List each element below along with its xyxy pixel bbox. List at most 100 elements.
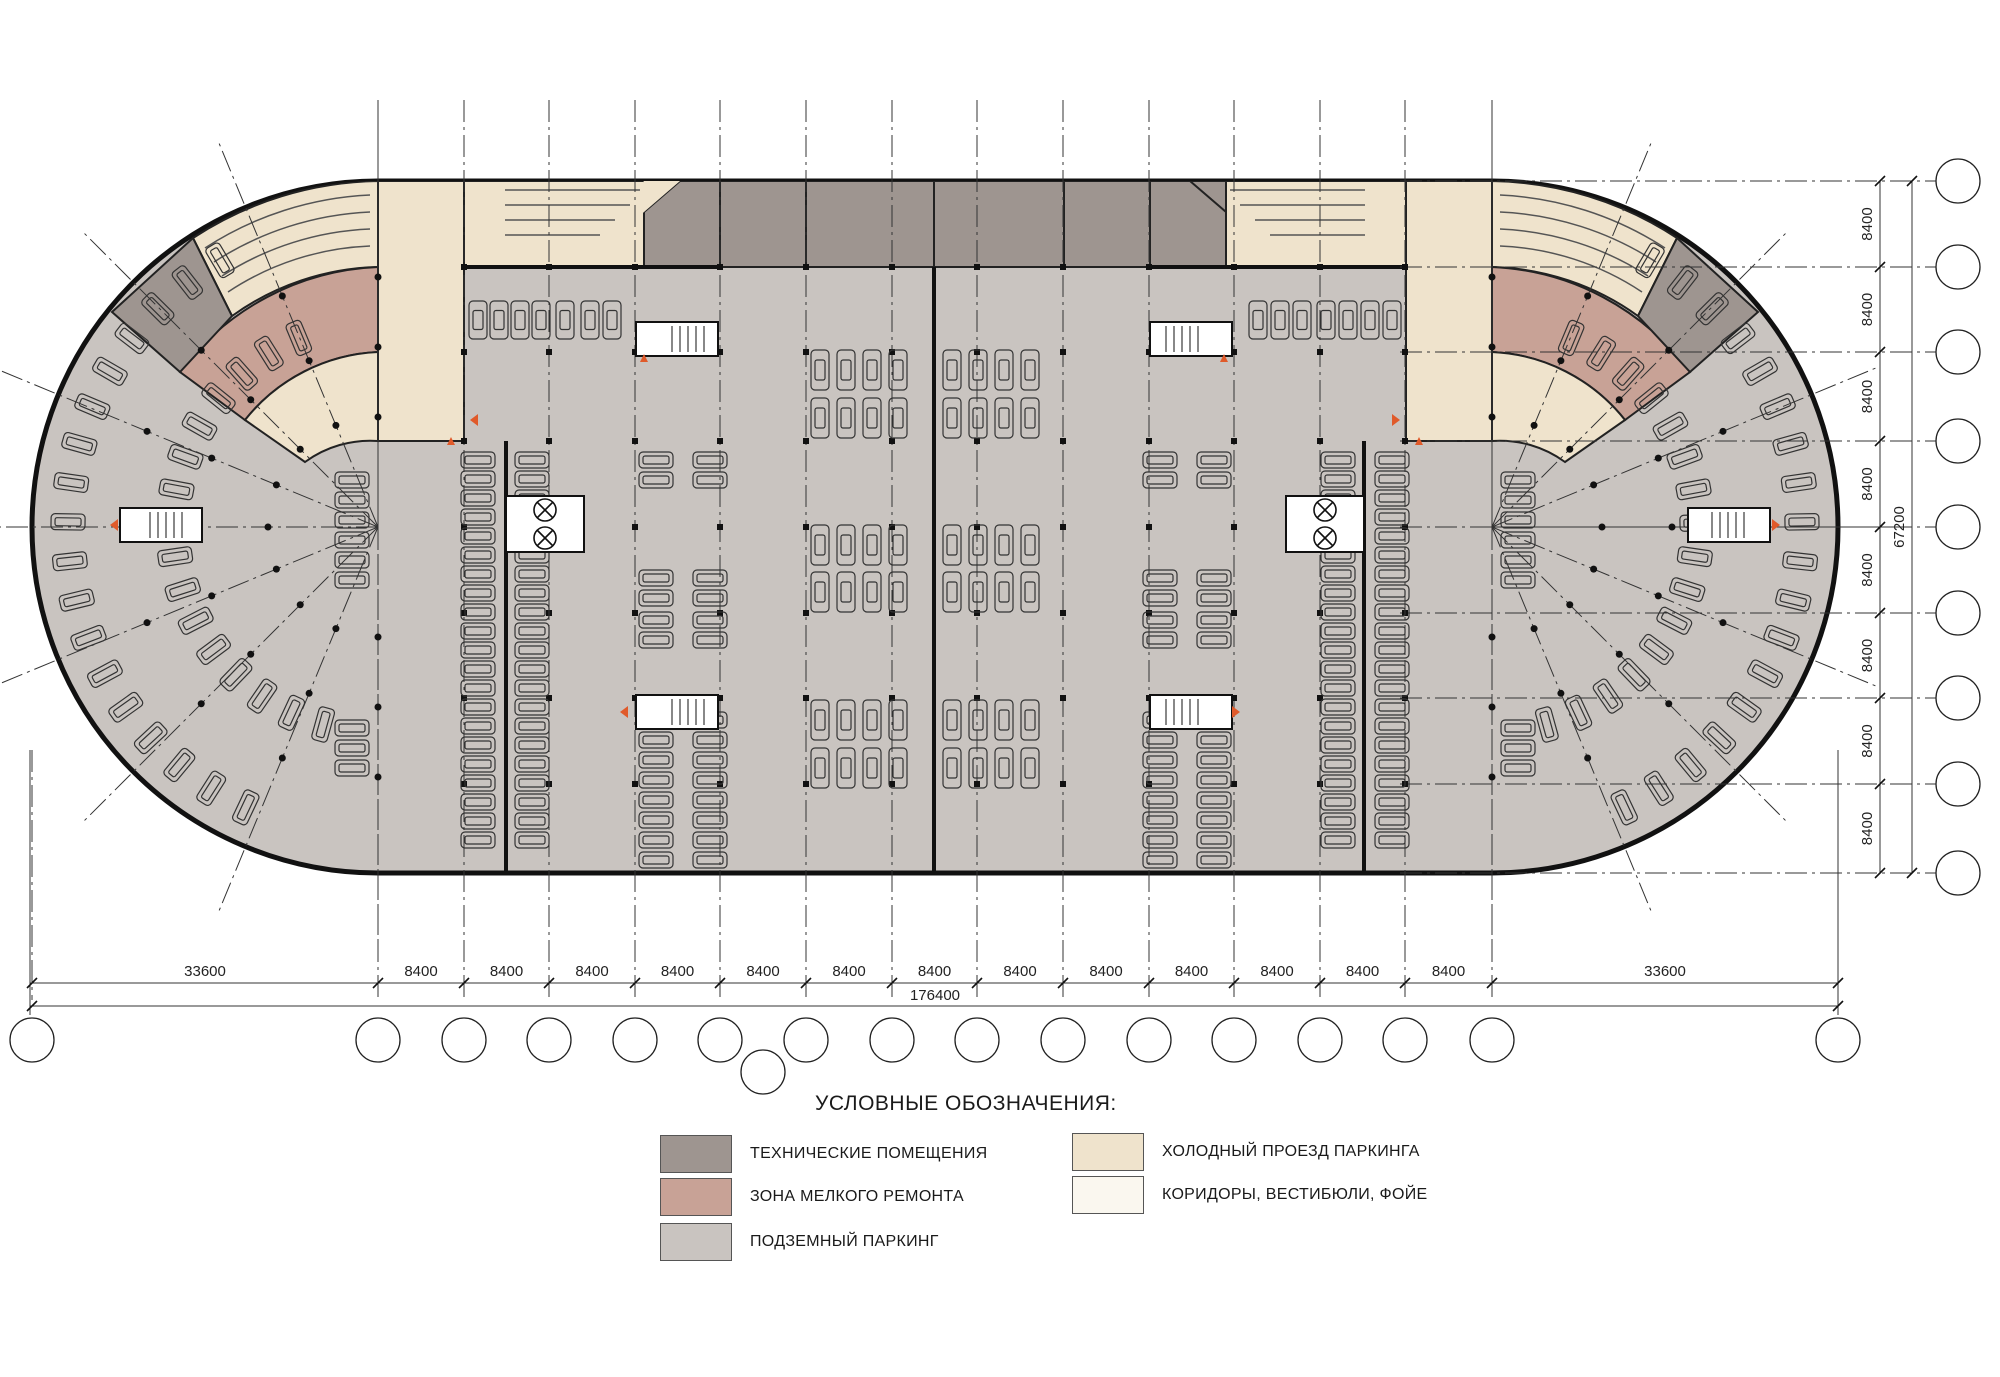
- stairwells: [119, 321, 1771, 730]
- axis-bubble: [1297, 1017, 1343, 1063]
- dimension-label: 8400: [1859, 639, 1876, 672]
- parking-space: [638, 631, 674, 649]
- parking-space: [70, 624, 107, 651]
- parking-space: [810, 524, 830, 566]
- parking-space: [58, 588, 95, 612]
- cold-ramp-right-vertical: [1405, 181, 1493, 442]
- parking-space: [1020, 571, 1040, 613]
- dimension-label: 8400: [1346, 963, 1379, 980]
- column: [803, 695, 809, 701]
- parking-space: [514, 736, 550, 754]
- parking-space: [460, 603, 496, 621]
- parking-space: [334, 571, 370, 589]
- parking-space: [810, 699, 830, 741]
- parking-space: [1320, 622, 1356, 640]
- parking-space: [862, 571, 882, 613]
- parking-space: [942, 349, 962, 391]
- parking-space: [1196, 589, 1232, 607]
- parking-space: [311, 706, 336, 743]
- parking-space: [1374, 641, 1410, 659]
- column: [632, 438, 638, 444]
- parking-space: [1338, 300, 1358, 340]
- column: [803, 438, 809, 444]
- parking-space: [836, 349, 856, 391]
- parking-space: [1142, 569, 1178, 587]
- column: [1598, 523, 1606, 531]
- parking-space: [460, 736, 496, 754]
- parking-space: [460, 679, 496, 697]
- parking-space: [692, 771, 728, 789]
- parking-space: [514, 755, 550, 773]
- parking-space: [334, 719, 370, 737]
- parking-space: [1374, 546, 1410, 564]
- column: [1665, 346, 1673, 354]
- dimension-label: 8400: [746, 963, 779, 980]
- axis-bubble: [954, 1017, 1000, 1063]
- parking-space: [1374, 489, 1410, 507]
- column: [974, 781, 980, 787]
- column: [1231, 781, 1237, 787]
- parking-space: [1196, 851, 1232, 869]
- parking-space: [460, 508, 496, 526]
- parking-space: [514, 717, 550, 735]
- parking-space: [1374, 451, 1410, 469]
- column: [1488, 413, 1496, 421]
- parking-space: [460, 470, 496, 488]
- column: [1231, 524, 1237, 530]
- parking-space: [1759, 393, 1796, 420]
- parking-space: [514, 584, 550, 602]
- column: [461, 264, 467, 270]
- column: [717, 524, 723, 530]
- parking-space: [1374, 717, 1410, 735]
- parking-space: [836, 699, 856, 741]
- column: [1231, 695, 1237, 701]
- parking-space: [1270, 300, 1290, 340]
- dimension-label: 33600: [1644, 963, 1686, 980]
- parking-space: [514, 641, 550, 659]
- parking-space: [942, 397, 962, 439]
- parking-space: [638, 589, 674, 607]
- parking-space: [1142, 589, 1178, 607]
- axis-bubble: [1040, 1017, 1086, 1063]
- parking-space: [1592, 678, 1624, 714]
- parking-space: [1020, 397, 1040, 439]
- column: [1530, 625, 1538, 633]
- column: [1231, 264, 1237, 270]
- column: [208, 592, 216, 600]
- column: [717, 610, 723, 616]
- parking-space: [1374, 774, 1410, 792]
- parking-space: [246, 678, 278, 714]
- parking-space: [1674, 747, 1707, 783]
- parking-space: [1360, 300, 1380, 340]
- parking-space: [1656, 606, 1693, 635]
- parking-space: [1196, 731, 1232, 749]
- dimension-label: 8400: [1859, 207, 1876, 240]
- column: [374, 413, 382, 421]
- column: [461, 695, 467, 701]
- parking-space: [968, 699, 988, 741]
- column: [1146, 438, 1152, 444]
- parking-space: [692, 451, 728, 469]
- axis-bubble: [9, 1017, 55, 1063]
- parking-space: [232, 789, 260, 826]
- parking-space: [86, 659, 123, 689]
- parking-space: [460, 527, 496, 545]
- parking-space: [1586, 335, 1617, 372]
- parking-space: [1142, 811, 1178, 829]
- parking-space: [692, 851, 728, 869]
- parking-space: [205, 242, 235, 279]
- parking-space: [942, 524, 962, 566]
- axis-bubble: [1469, 1017, 1515, 1063]
- parking-space: [1320, 755, 1356, 773]
- parking-space: [836, 524, 856, 566]
- parking-space: [510, 300, 530, 340]
- parking-space: [1142, 611, 1178, 629]
- parking-space: [994, 747, 1014, 789]
- axis-bubble: [783, 1017, 829, 1063]
- parking-space: [888, 397, 908, 439]
- parking-space: [888, 524, 908, 566]
- parking-space: [253, 335, 284, 372]
- column: [1719, 619, 1727, 627]
- column: [974, 695, 980, 701]
